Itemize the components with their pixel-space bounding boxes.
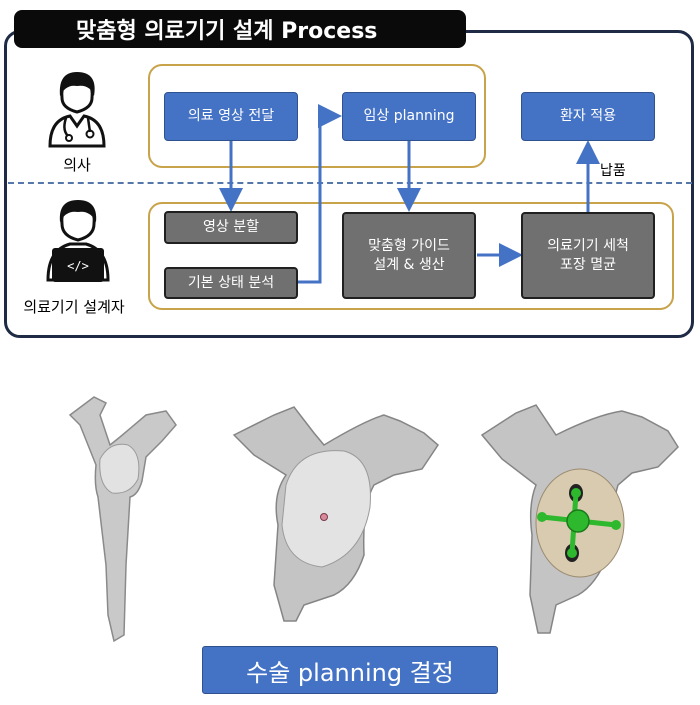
step-clinical-planning: 임상 planning bbox=[342, 92, 476, 141]
step-guide-design: 맞춤형 가이드 설계 & 생산 bbox=[342, 212, 476, 299]
doctor-role-label: 의사 bbox=[63, 156, 91, 174]
process-title: 맞춤형 의료기기 설계 Process bbox=[14, 10, 466, 48]
guide-design-line2: 설계 & 생산 bbox=[373, 256, 445, 273]
guide-design-line1: 맞춤형 가이드 bbox=[368, 237, 450, 254]
step-basic-analysis: 기본 상태 분석 bbox=[164, 267, 298, 299]
delivery-label: 납품 bbox=[600, 163, 626, 179]
step-patient-application: 환자 적용 bbox=[521, 92, 655, 141]
doctor-icon bbox=[48, 72, 106, 148]
role-divider bbox=[8, 182, 692, 184]
scapula-model-with-guide bbox=[480, 404, 679, 634]
step-image-segmentation: 영상 분할 bbox=[164, 211, 298, 244]
scapula-model-with-target-point bbox=[232, 406, 439, 622]
step-cleaning-sterilization: 의료기기 세척 포장 멸균 bbox=[521, 212, 655, 299]
doctor-step-group bbox=[148, 64, 486, 168]
scapula-model-bone-only bbox=[68, 396, 177, 643]
svg-text:</>: </> bbox=[67, 259, 89, 273]
cleaning-line2: 포장 멸균 bbox=[560, 256, 616, 273]
surgery-planning-caption: 수술 planning 결정 bbox=[202, 646, 498, 694]
cleaning-line1: 의료기기 세척 bbox=[547, 237, 629, 254]
designer-role-label: 의료기기 설계자 bbox=[23, 298, 125, 316]
developer-laptop-icon: </> bbox=[46, 200, 110, 282]
step-image-transfer: 의료 영상 전달 bbox=[164, 92, 298, 141]
